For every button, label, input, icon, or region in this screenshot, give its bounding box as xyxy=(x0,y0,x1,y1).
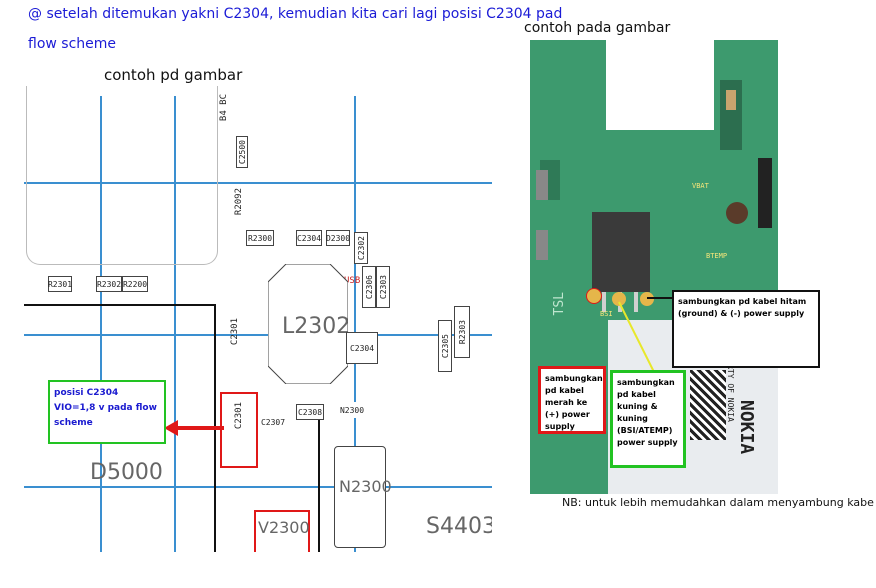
component-r2303: R2303 xyxy=(454,306,470,358)
trace-black-1 xyxy=(24,304,216,306)
pcb-window xyxy=(606,40,714,130)
c2304-highlight: C2301 xyxy=(220,392,258,468)
display-outline xyxy=(26,86,218,265)
switch-2 xyxy=(536,230,548,260)
qr-code xyxy=(690,370,726,440)
component-d2300: D2300 xyxy=(326,230,350,246)
grid-line-v1 xyxy=(100,96,102,552)
annotation-bsi: sambungkan pd kabel kuning & kuning (BSI… xyxy=(610,370,686,468)
callout-c2304: posisi C2304 VIO=1,8 v pada flow scheme xyxy=(48,380,166,444)
component-c2304-top: C2304 xyxy=(296,230,322,246)
header-line-2: flow scheme xyxy=(28,36,117,52)
grid-line-h1 xyxy=(24,182,492,184)
coil xyxy=(726,202,748,224)
side-chip xyxy=(758,158,772,228)
grid-line-h3 xyxy=(24,486,492,488)
callout-text: posisi C2304 VIO=1,8 v pada flow scheme xyxy=(54,388,157,428)
trace-black-3 xyxy=(318,416,320,552)
pcb-label-bsi: BSI xyxy=(600,310,613,318)
component-n2300-left: N2300 xyxy=(338,402,366,418)
annotation-ground: sambungkan pd kabel hitam (ground) & (-)… xyxy=(672,290,820,368)
component-r2301: R2301 xyxy=(48,276,72,292)
component-c2500: C2500 xyxy=(236,136,248,168)
label-l2302: L2302 xyxy=(282,314,351,339)
ic-n2300: N2300 xyxy=(334,446,392,548)
component-r2302: R2302 xyxy=(96,276,122,292)
pcb-trace-3 xyxy=(726,90,736,110)
component-c2307: C2307 xyxy=(258,412,288,432)
annotation-bsi-text: sambungkan pd kabel kuning & kuning (BSI… xyxy=(617,378,678,447)
left-caption: contoh pd gambar xyxy=(104,66,243,84)
pcb-trace-2 xyxy=(720,80,742,150)
pad-vbat xyxy=(586,288,602,304)
annotation-positive-text: sambungkan pd kabel merah ke (+) power s… xyxy=(545,374,603,431)
component-r2200: R2200 xyxy=(122,276,148,292)
grid-line-v2 xyxy=(174,96,176,552)
schematic-panel: contoh pd gambar B4 BC C2500 R2092 R2300… xyxy=(24,56,492,552)
annotation-positive: sambungkan pd kabel merah ke (+) power s… xyxy=(538,366,606,434)
header-line-1: @ setelah ditemukan yakni C2304, kemudia… xyxy=(28,6,563,22)
grid-line-v3 xyxy=(354,96,356,552)
battery-connector xyxy=(592,212,650,292)
grid-line-h2 xyxy=(24,334,492,336)
pcb-label-vbat: VBAT xyxy=(692,182,709,190)
pcb-label-btemp: BTEMP xyxy=(706,252,728,260)
label-r2092: R2092 xyxy=(234,188,244,216)
label-c2304-highlight: C2301 xyxy=(234,402,244,430)
label-v2300: V2300 xyxy=(258,518,310,537)
pad-bsi xyxy=(612,292,626,306)
label-c2301: C2301 xyxy=(230,318,240,346)
sticker-property: PROPERTY OF NOKIA xyxy=(726,340,735,422)
component-c2304-mid: C2304 xyxy=(346,332,378,364)
label-usb: USB xyxy=(344,276,361,286)
sticker-nokia: NOKIA xyxy=(736,400,757,455)
label-s4403: S4403 xyxy=(426,514,492,539)
component-c2305: C2305 xyxy=(438,320,452,372)
arrow-left-icon xyxy=(164,420,224,436)
component-c2302: C2302 xyxy=(354,232,368,264)
component-v2300: V2300 xyxy=(254,510,310,552)
connector-pin-1 xyxy=(602,292,606,312)
component-c2308: C2308 xyxy=(296,404,324,420)
footnote: NB: untuk lebih memudahkan dalam menyamb… xyxy=(562,496,874,509)
switch-1 xyxy=(536,170,548,200)
label-n2300: N2300 xyxy=(339,477,392,496)
component-r2300: R2300 xyxy=(246,230,274,246)
connector-pin-3 xyxy=(634,292,638,312)
inductor-l2302: L2302 xyxy=(267,263,351,385)
label-d5000: D5000 xyxy=(90,460,163,485)
label-b4bc: B4 BC xyxy=(219,94,229,122)
right-caption: contoh pada gambar xyxy=(524,20,671,36)
component-c2306: C2306 xyxy=(362,266,376,308)
component-c2303: C2303 xyxy=(376,266,390,308)
annotation-ground-text: sambungkan pd kabel hitam (ground) & (-)… xyxy=(678,297,807,318)
